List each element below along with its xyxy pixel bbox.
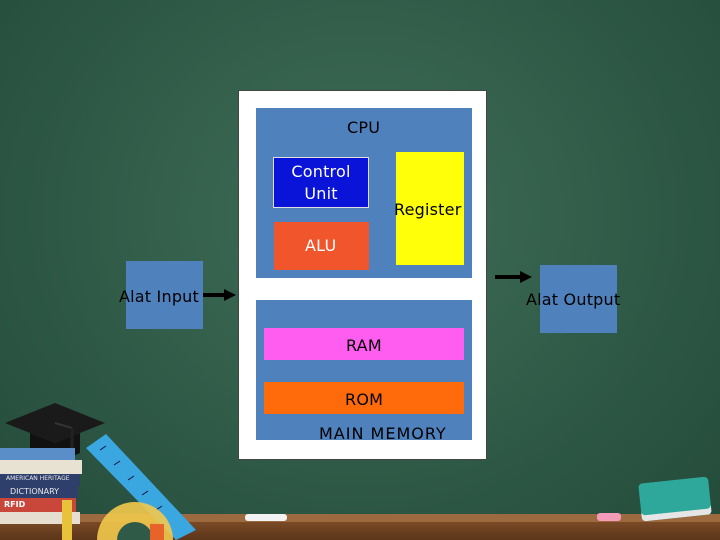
cpu-title: CPU <box>347 118 381 137</box>
ruler-icon <box>86 434 196 540</box>
book-bottom <box>0 512 80 524</box>
output-device-block <box>540 265 617 333</box>
input-arrow <box>203 289 236 301</box>
eraser-icon <box>638 476 712 522</box>
book-rfid: RFID <box>0 498 76 512</box>
main-memory-label: MAIN MEMORY <box>319 424 447 443</box>
chalk-tray-ledge <box>0 514 720 522</box>
rom-label: ROM <box>345 390 384 409</box>
output-device-label: Alat Output <box>526 290 621 309</box>
pencil-orange <box>150 524 164 540</box>
main-memory-block <box>256 300 472 440</box>
book-blue <box>0 448 75 460</box>
book-american-heritage: AMERICAN HERITAGE <box>0 474 80 486</box>
chalk-pink <box>597 513 621 521</box>
book-cream <box>0 460 82 474</box>
control-unit-label: Control Unit <box>291 162 351 203</box>
register-label: Register <box>394 200 462 219</box>
rom-block <box>264 382 464 414</box>
alu-label: ALU <box>305 236 337 255</box>
output-arrow <box>495 271 532 283</box>
pencil-yellow <box>62 500 72 540</box>
ram-block <box>264 328 464 360</box>
book-dictionary: DICTIONARY <box>0 486 78 498</box>
alu-block <box>274 222 369 270</box>
register-block <box>396 152 464 265</box>
input-device-block <box>126 261 203 329</box>
ram-label: RAM <box>346 336 382 355</box>
input-device-label: Alat Input <box>119 287 199 306</box>
chalk-white <box>245 514 287 521</box>
control-unit-block <box>273 157 369 208</box>
